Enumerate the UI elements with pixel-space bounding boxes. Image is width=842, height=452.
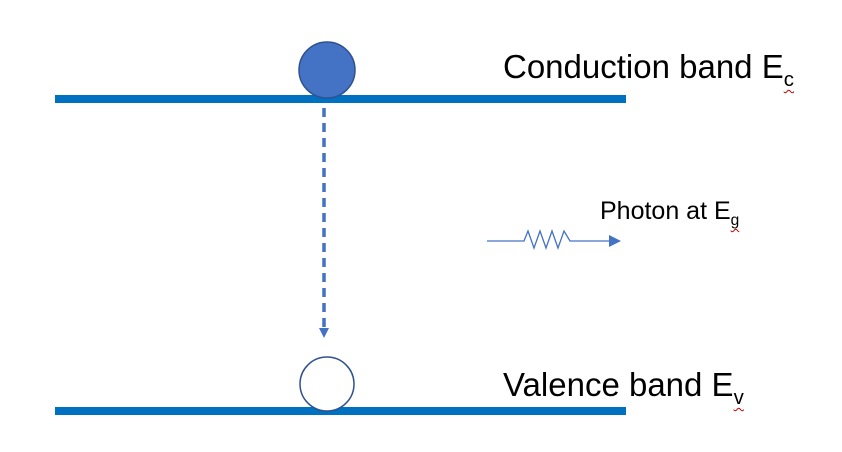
hole-circle (299, 356, 355, 412)
photon-wave (487, 229, 621, 250)
electron-circle (298, 41, 356, 99)
photon-subscript: g (730, 211, 740, 229)
photon-label: Photon at Eg (600, 197, 740, 229)
valence-band-label: Valence band Ev (503, 366, 744, 409)
conduction-band-label: Conduction band Ec (503, 48, 794, 91)
conduction-band-subscript: c (783, 67, 794, 91)
valence-band-text: Valence band E (503, 366, 734, 403)
conduction-band-text: Conduction band E (503, 48, 784, 85)
photon-text: Photon at E (600, 197, 731, 225)
valence-band-subscript: v (733, 385, 744, 409)
